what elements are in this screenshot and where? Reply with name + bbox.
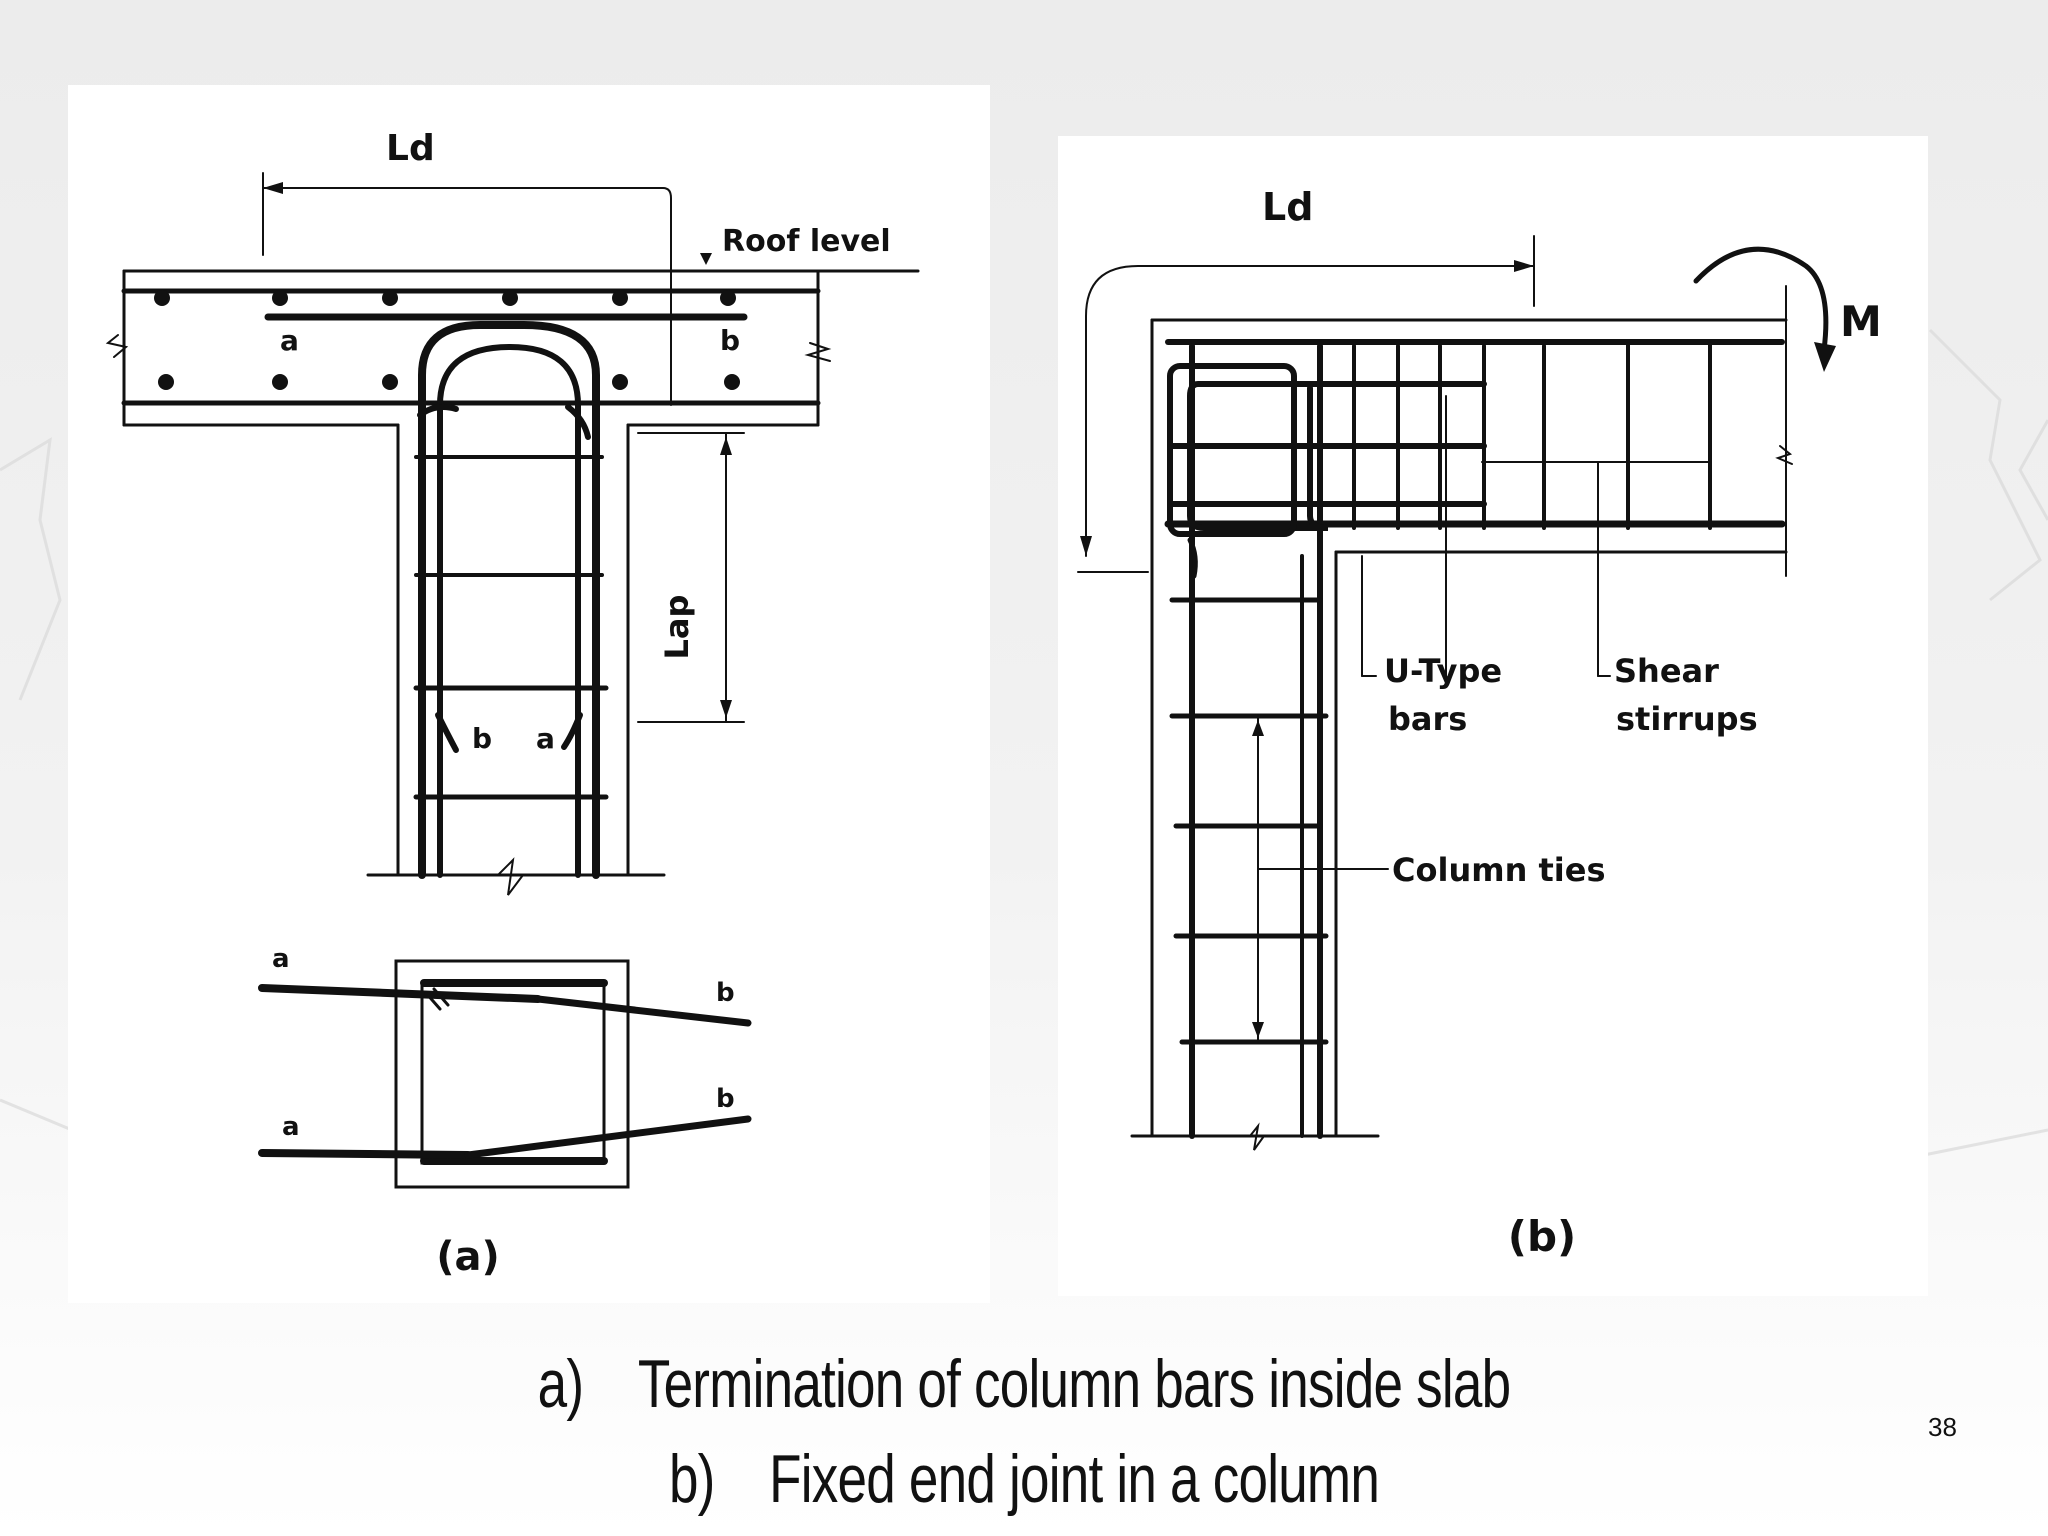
ld-label-b: Ld [1262, 185, 1313, 229]
u-type-label-line2: bars [1388, 700, 1467, 738]
bar-label-a-top: a [280, 324, 299, 357]
figure-b-panel: Ld M U-Type bars Shear stirrups Column t… [1058, 136, 1928, 1296]
bar-label-a-mid: a [536, 722, 555, 755]
caption-a: a) Termination of column bars inside slab [225, 1345, 1822, 1423]
roof-level-marker [700, 253, 712, 265]
moment-label: M [1840, 297, 1882, 346]
plan-label-b-bottom: b [716, 1084, 735, 1114]
figure-b-drawing: Ld M U-Type bars Shear stirrups Column t… [1077, 185, 1882, 1261]
ld-label: Ld [386, 128, 435, 169]
figure-a-panel: Ld Roof level Lap a b b a a b a b (a) [68, 85, 990, 1303]
u-type-label-line1: U-Type [1384, 652, 1502, 690]
shear-label-line2: stirrups [1616, 700, 1758, 738]
panel-b-label: (b) [1508, 1212, 1576, 1261]
slab-bar-dots [154, 290, 740, 390]
plan-label-a-top: a [272, 944, 290, 974]
plan-label-b-top: b [716, 978, 735, 1008]
figure-a-drawing: Ld Roof level Lap a b b a a b a b (a) [105, 128, 920, 1280]
bar-label-b-mid: b [472, 722, 492, 755]
roof-level-label: Roof level [722, 224, 891, 259]
shear-label-line1: Shear [1614, 652, 1719, 690]
caption-b: b) Fixed end joint in a column [225, 1440, 1822, 1518]
column-ties-label: Column ties [1392, 851, 1606, 889]
page-number: 38 [1928, 1412, 1957, 1442]
plan-label-a-bottom: a [282, 1112, 300, 1142]
lap-label: Lap [658, 595, 696, 660]
caption-a-marker: a) [537, 1346, 584, 1422]
caption-b-marker: b) [668, 1441, 715, 1517]
caption-b-text: Fixed end joint in a column [769, 1441, 1380, 1517]
panel-a-label: (a) [436, 1234, 500, 1280]
caption-a-text: Termination of column bars inside slab [637, 1346, 1511, 1422]
bar-label-b-top: b [720, 324, 740, 357]
